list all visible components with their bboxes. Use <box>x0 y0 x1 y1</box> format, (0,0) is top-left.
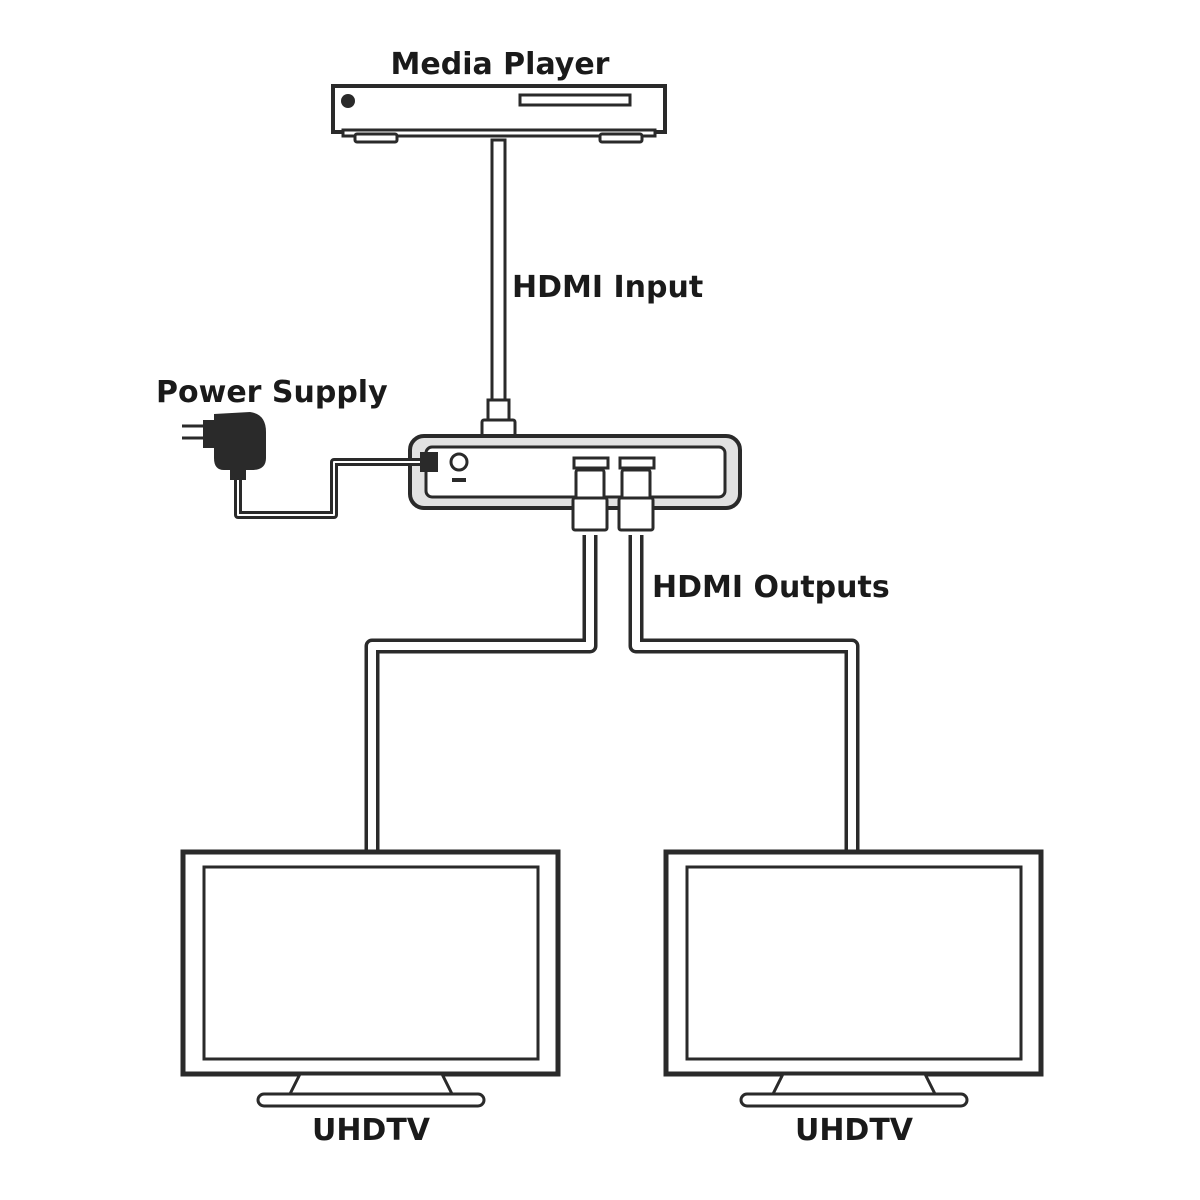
hdmi-input-label: HDMI Input <box>512 270 704 305</box>
uhdtv-right <box>663 849 1044 1108</box>
uhdtv-left-label: UHDTV <box>311 1113 431 1148</box>
power-supply-label: Power Supply <box>156 375 388 410</box>
uhdtv-right-label: UHDTV <box>794 1113 914 1148</box>
hdmi-input-cable <box>480 138 517 481</box>
power-supply-adapter <box>182 412 438 519</box>
media-player-label: Media Player <box>390 47 610 82</box>
hdmi-outputs-label: HDMI Outputs <box>652 570 890 605</box>
hdmi-output-cables <box>364 468 860 850</box>
uhdtv-left <box>180 849 561 1108</box>
media-player-device <box>331 84 667 144</box>
